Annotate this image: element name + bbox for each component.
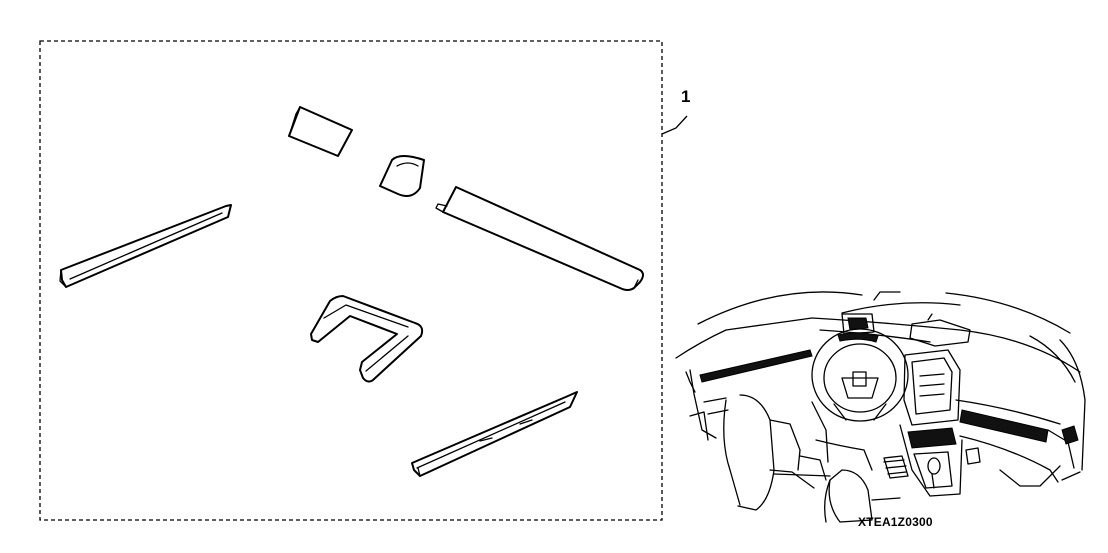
illustration-reference-code: XTEA1Z0300 <box>858 515 933 529</box>
left-door-trim-strip <box>59 204 232 288</box>
vehicle-interior-illustration <box>675 291 1086 523</box>
console-trim-piece <box>310 295 424 383</box>
kit-boundary-frame <box>39 40 663 521</box>
right-door-trim-strip <box>411 391 578 477</box>
part-number-callout: 1 <box>681 87 691 106</box>
dashboard-panel-trim <box>435 186 644 291</box>
upper-trim-piece <box>288 106 353 157</box>
vent-trim-piece <box>379 155 425 197</box>
callout-leader-line <box>661 115 688 135</box>
